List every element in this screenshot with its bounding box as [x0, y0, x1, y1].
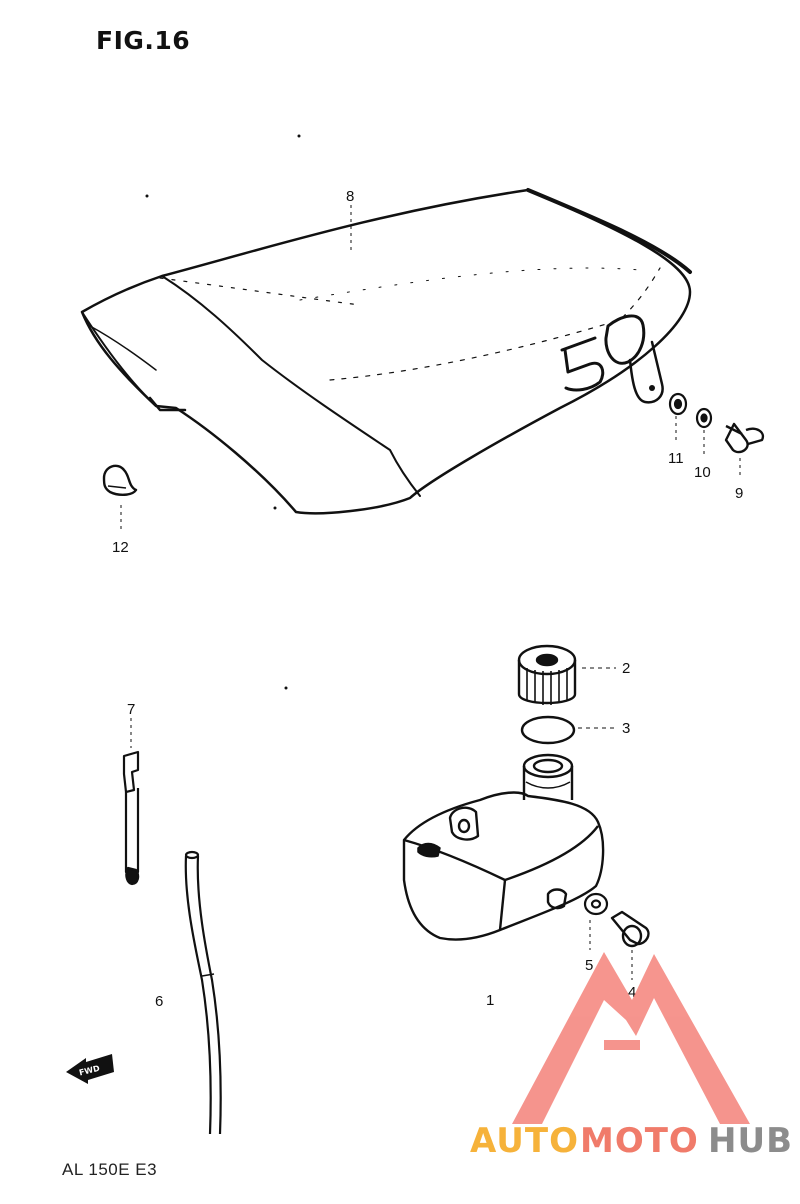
- gasket-part-3: [520, 715, 616, 745]
- nut-part-10: [695, 407, 713, 458]
- scan-specks: [145, 134, 301, 690]
- tank-cap-part-2: [517, 644, 616, 705]
- gauge-strip-part-7: [122, 718, 140, 886]
- callout-2: 2: [622, 660, 630, 677]
- forward-arrow: FWD: [66, 1054, 114, 1084]
- watermark-part-hub: HUB: [708, 1121, 793, 1161]
- figure-title: FIG.16: [96, 26, 191, 55]
- wing-bolt-part-9: [724, 422, 765, 478]
- callout-labels: 8 11 10 9 12 2 3 7 5 4 6 1: [112, 188, 743, 1010]
- bolt-part-4: [610, 910, 650, 980]
- washer-part-5: [583, 892, 609, 950]
- seat-drawing: [80, 188, 692, 515]
- clip-part-12: [102, 464, 138, 530]
- callout-4: 4: [628, 984, 636, 1001]
- watermark-part-auto: AUTO: [470, 1121, 579, 1161]
- callout-11: 11: [668, 450, 684, 467]
- oil-tank-part-1: [402, 753, 605, 941]
- callout-3: 3: [622, 720, 630, 737]
- watermark-logo-mark: [512, 952, 750, 1124]
- callout-5: 5: [585, 957, 593, 974]
- callout-8: 8: [346, 188, 354, 205]
- callout-1: 1: [486, 992, 494, 1009]
- callout-9: 9: [735, 485, 743, 502]
- callout-10: 10: [694, 464, 711, 481]
- hose-part-6: [184, 850, 222, 1135]
- watermark-part-moto: MOTO: [580, 1121, 699, 1161]
- callout-12: 12: [112, 539, 129, 556]
- callout-6: 6: [155, 993, 163, 1010]
- watermark-text: AUTO MOTO HUB: [470, 1121, 793, 1161]
- callout-7: 7: [127, 701, 135, 718]
- watermark-logo: [512, 952, 750, 1124]
- model-code: AL 150E E3: [62, 1160, 158, 1179]
- seat-emblem-50: [560, 314, 646, 392]
- washer-part-11: [668, 392, 688, 444]
